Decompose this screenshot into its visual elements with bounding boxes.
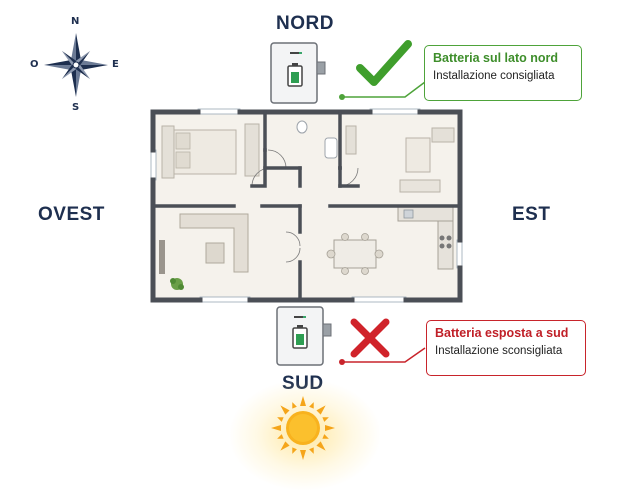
compass-east-letter: E <box>112 59 119 70</box>
callout-north: Batteria sul lato nord Installazione con… <box>424 45 582 101</box>
compass-north-letter: N <box>71 16 80 27</box>
living-room-furniture <box>159 213 249 290</box>
callout-north-title: Batteria sul lato nord <box>433 51 559 65</box>
compass: N S E O <box>28 14 124 114</box>
kitchen-furniture <box>326 206 454 275</box>
callout-north-subtitle: Installazione consigliata <box>433 70 555 82</box>
battery-icon <box>276 306 332 366</box>
battery-icon <box>270 42 326 104</box>
label-east: EST <box>512 204 551 225</box>
callout-south-title: Batteria esposta a sud <box>435 326 569 340</box>
compass-west-letter: O <box>30 59 39 70</box>
compass-rose-icon <box>44 33 108 97</box>
callout-south: Batteria esposta a sud Installazione sco… <box>426 320 586 376</box>
battery-north <box>270 42 326 104</box>
sun-icon <box>271 396 335 460</box>
bedroom-furniture <box>161 123 260 179</box>
label-west: OVEST <box>38 204 105 225</box>
compass-south-letter: S <box>72 102 80 113</box>
walls <box>150 109 463 303</box>
bathroom-fixtures <box>296 120 338 159</box>
office-furniture <box>345 125 455 193</box>
battery-south <box>276 306 332 368</box>
check-mark-icon <box>356 40 412 86</box>
cross-mark-icon <box>350 318 390 358</box>
label-north: NORD <box>276 13 334 34</box>
callout-south-subtitle: Installazione sconsigliata <box>435 345 563 357</box>
floor-plan <box>150 108 463 303</box>
